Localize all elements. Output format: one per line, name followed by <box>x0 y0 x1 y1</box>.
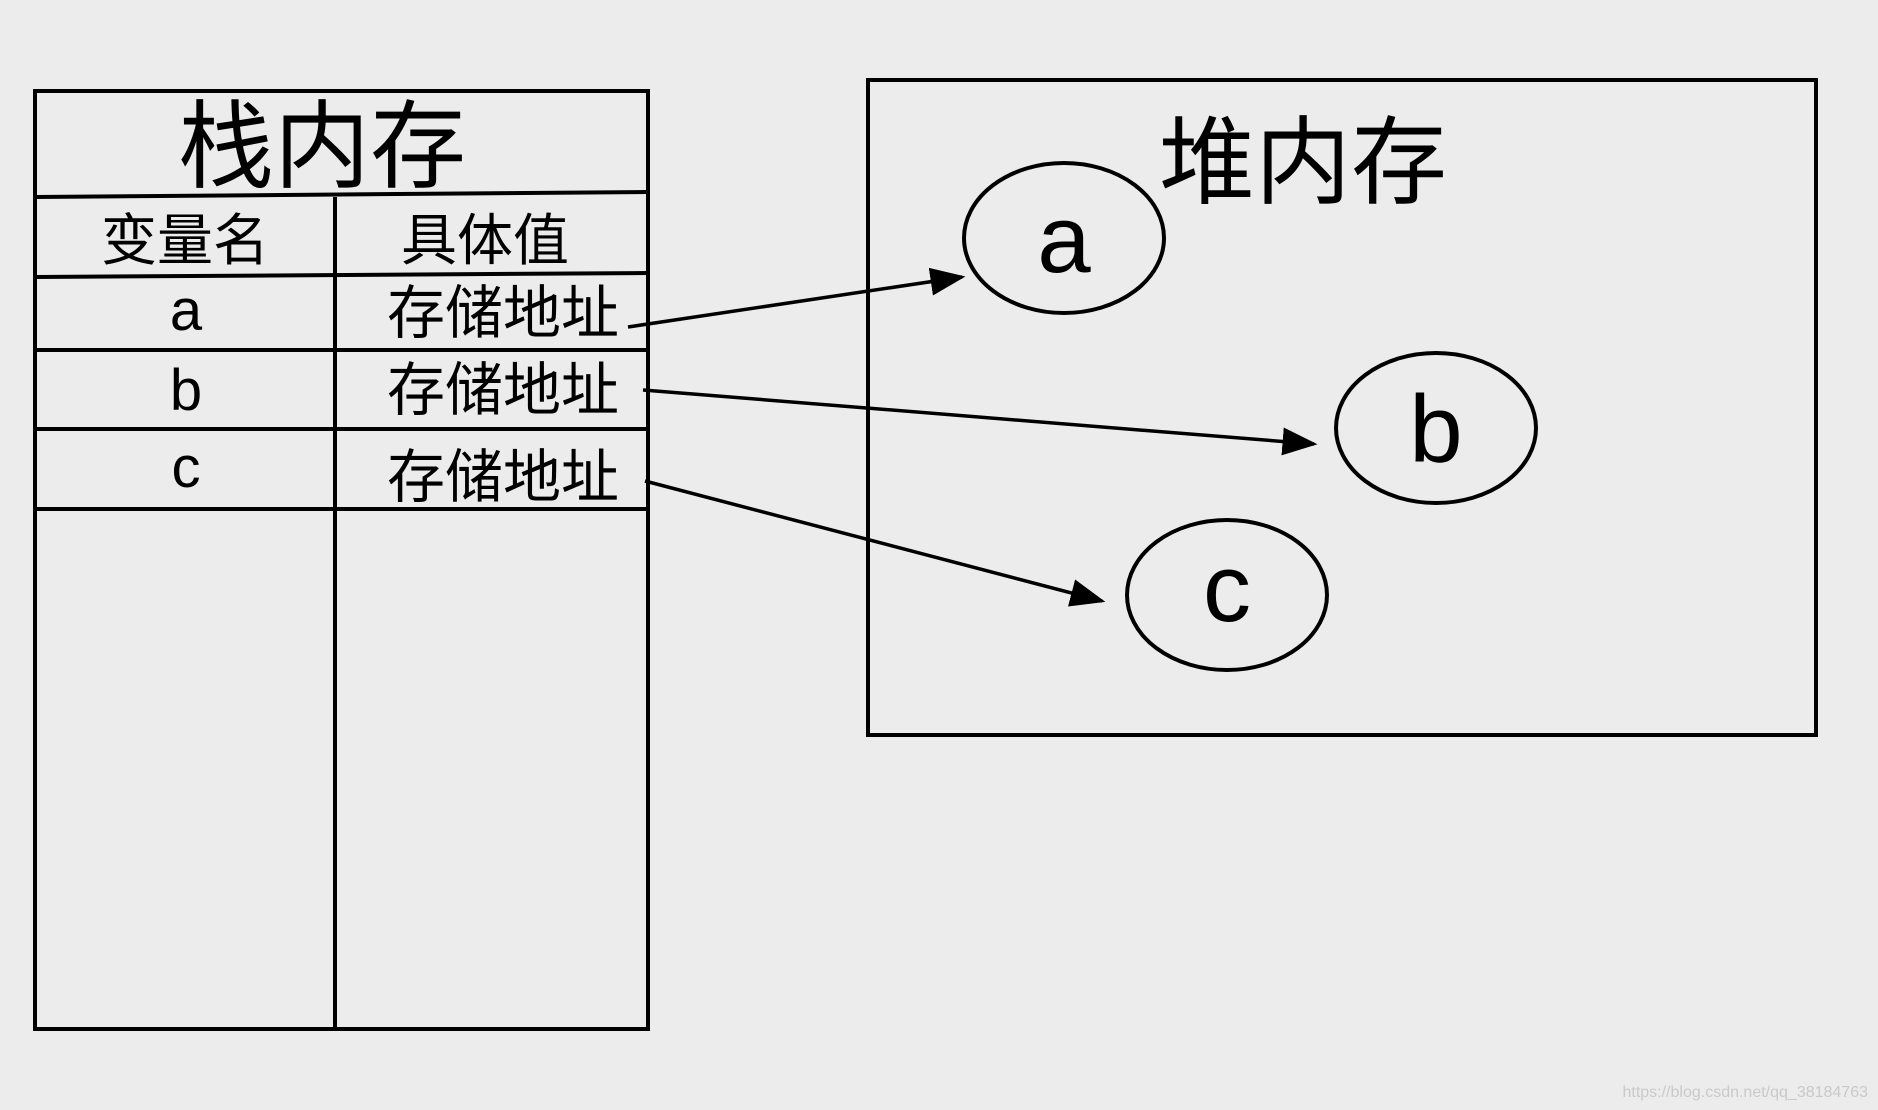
stack-col-value-header: 具体值 <box>401 209 569 274</box>
heap-object-a-circle <box>962 161 1166 315</box>
arrow-b-to-heap-b <box>642 388 1318 456</box>
stack-title-divider <box>34 190 649 199</box>
stack-row-a-value: 存储地址 <box>387 279 619 347</box>
heap-title: 堆内存 <box>1159 107 1447 219</box>
watermark: https://blog.csdn.net/qq_38184763 <box>1622 1084 1868 1101</box>
stack-row-b-value: 存储地址 <box>387 356 619 424</box>
stack-row-c-name: c <box>172 435 201 500</box>
heap-object-b-circle <box>1334 351 1538 505</box>
stack-col-name-header: 变量名 <box>101 209 269 274</box>
arrow-c-to-heap-c <box>644 479 1106 607</box>
heap-object-b-label: b <box>1409 376 1462 483</box>
stack-header-divider <box>34 271 649 279</box>
heap-object-b: b <box>1334 351 1538 505</box>
heap-object-a: a <box>962 161 1166 315</box>
stack-row-c-value: 存储地址 <box>387 443 619 511</box>
stack-table-border <box>33 89 650 1031</box>
stack-title: 栈内存 <box>178 91 466 203</box>
heap-object-c-circle <box>1125 518 1329 672</box>
heap-object-c-label: c <box>1203 535 1251 642</box>
stack-memory-table: 栈内存 变量名 具体值 a 存储地址 b 存储地址 c 存储地址 <box>33 89 650 1031</box>
reference-arrows <box>627 267 1318 607</box>
heap-object-c: c <box>1125 518 1329 672</box>
heap-object-a-label: a <box>1037 186 1091 293</box>
stack-row-a-name: a <box>170 278 203 343</box>
arrow-a-to-heap-a <box>627 267 966 329</box>
stack-row-b-name: b <box>170 358 202 423</box>
heap-memory-box: 堆内存 a b c <box>866 78 1818 737</box>
